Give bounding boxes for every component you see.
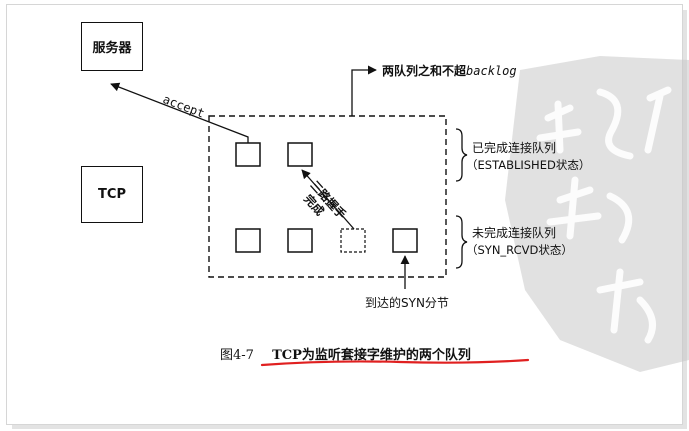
completed-brace (455, 128, 468, 182)
server-box: 服务器 (81, 22, 143, 71)
completed-state-label: （ESTABLISHED状态） (466, 158, 591, 172)
caption-underline (260, 358, 530, 367)
incomplete-brace (455, 215, 468, 269)
caption-text: TCP为监听套接字维护的两个队列 (272, 348, 471, 363)
incomplete-entry-3 (392, 228, 418, 253)
tcp-box: TCP (81, 166, 143, 223)
arriving-syn-label: 到达的SYN分节 (365, 296, 449, 310)
backlog-arrow (351, 65, 377, 116)
incomplete-entry-pending (340, 228, 366, 253)
frame-shadow-bottom (12, 425, 687, 429)
incomplete-entry-2 (287, 228, 313, 253)
backlog-term: backlog (466, 64, 517, 78)
tcp-label: TCP (98, 187, 126, 202)
handshake-arrow (301, 169, 355, 230)
incomplete-queue-label: 未完成连接队列 (472, 226, 557, 240)
backlog-label: 两队列之和不超backlog (382, 62, 517, 79)
incomplete-state-label: （SYN_RCVD状态） (466, 243, 573, 257)
queue-region (208, 115, 447, 278)
incomplete-entry-1 (235, 228, 261, 253)
accept-arrow (110, 82, 249, 143)
completed-entry-2 (287, 142, 313, 167)
figure-caption: 图4-7 TCP为监听套接字维护的两个队列 (220, 344, 471, 363)
server-label: 服务器 (92, 41, 132, 56)
caption-number: 图4-7 (220, 348, 254, 363)
completed-entry-1 (235, 142, 261, 167)
completed-queue-label: 已完成连接队列 (472, 141, 557, 155)
backlog-prefix: 两队列之和不超 (382, 64, 467, 78)
